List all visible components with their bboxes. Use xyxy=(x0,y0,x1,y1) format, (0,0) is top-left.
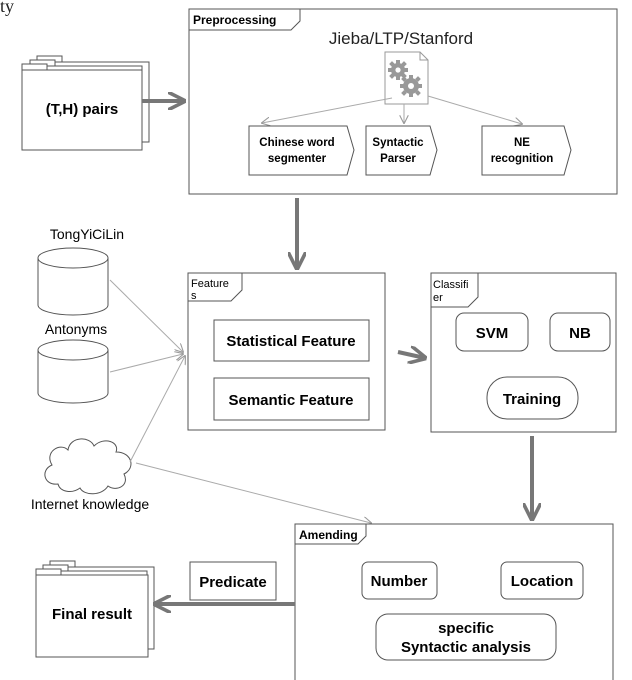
word-segmenter-line1: Chinese word xyxy=(259,137,334,149)
features-frame-label-1: Feature xyxy=(191,278,229,290)
features-frame-label-2: s xyxy=(191,290,197,302)
ne-recognition-line2: recognition xyxy=(491,153,554,165)
cropped-top-text: ty xyxy=(0,0,15,16)
th-pairs-folder: (T,H) pairs xyxy=(21,55,150,151)
flow-arrows xyxy=(142,101,532,604)
training-label: Training xyxy=(503,391,561,408)
classifier-frame: Classifi er SVM NB Training xyxy=(430,272,617,433)
number-label: Number xyxy=(371,573,428,590)
tongyicilin-label: TongYiCiLin xyxy=(50,226,124,242)
location-label: Location xyxy=(511,573,574,590)
preprocessing-frame: Preprocessing Jieba/LTP/Stanford xyxy=(188,8,618,195)
amending-frame-label: Amending xyxy=(299,528,358,542)
statistical-feature-label: Statistical Feature xyxy=(226,333,355,350)
ne-recognition-line1: NE xyxy=(514,137,530,149)
tools-label: Jieba/LTP/Stanford xyxy=(329,29,473,48)
th-pairs-label: (T,H) pairs xyxy=(46,101,119,118)
classifier-frame-label-1: Classifi xyxy=(433,279,468,291)
preprocessing-frame-label: Preprocessing xyxy=(193,13,276,27)
syntactic-parser-line1: Syntactic xyxy=(372,137,424,149)
final-result-folder: Final result xyxy=(35,560,155,658)
syntactic-analysis-line2: Syntactic analysis xyxy=(401,639,531,656)
syntactic-parser-module: Syntactic Parser xyxy=(365,125,438,176)
antonyms-label: Antonyms xyxy=(45,321,107,337)
word-segmenter-line2: segmenter xyxy=(268,153,327,165)
amending-frame: Amending Number Location specific Syntac… xyxy=(294,523,614,680)
syntactic-analysis-line1: specific xyxy=(438,620,494,637)
syntactic-parser-line2: Parser xyxy=(380,153,416,165)
internet-cloud-icon xyxy=(44,438,132,495)
features-frame: Feature s Statistical Feature Semantic F… xyxy=(187,272,386,431)
predicate-box: Predicate xyxy=(189,561,277,601)
nb-label: NB xyxy=(569,325,591,342)
antonyms-database-icon xyxy=(37,339,109,404)
gears-document-icon xyxy=(384,51,429,105)
classifier-frame-label-2: er xyxy=(433,292,443,304)
internet-knowledge-label: Internet knowledge xyxy=(31,496,150,512)
tongyicilin-database-icon xyxy=(37,247,109,316)
ne-recognition-module: NE recognition xyxy=(481,125,572,176)
predicate-label: Predicate xyxy=(199,574,267,591)
semantic-feature-label: Semantic Feature xyxy=(228,392,353,409)
final-result-label: Final result xyxy=(52,606,132,623)
svm-label: SVM xyxy=(476,325,509,342)
word-segmenter-module: Chinese word segmenter xyxy=(248,125,355,176)
